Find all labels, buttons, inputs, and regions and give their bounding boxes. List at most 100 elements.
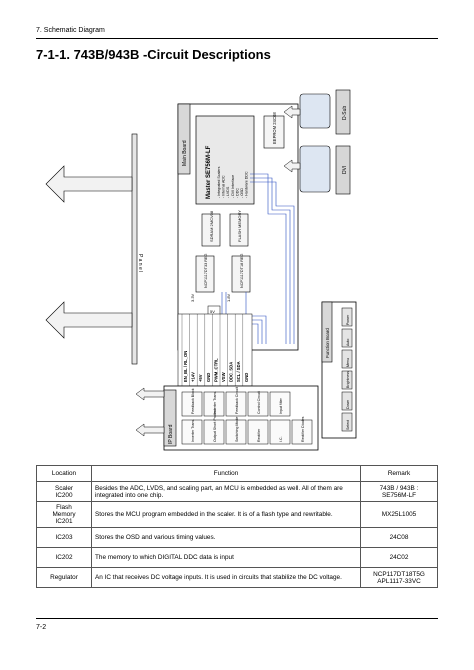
ip-block-label: Rectifier Diodes — [301, 416, 305, 442]
eeprom-chip — [263, 115, 285, 149]
circuit-block-diagram: P a n e l Main Board Master SE756M-LF - … — [45, 89, 357, 451]
cell-line: 24C02 — [389, 554, 409, 561]
signal-label: +5V — [198, 374, 203, 382]
cell-line: IC202 — [55, 554, 73, 561]
table-cell-location: Regulator — [36, 567, 92, 588]
flash-chip — [229, 213, 249, 247]
master-feature: - DVI Interface — [231, 175, 235, 198]
function-key-label: Power — [346, 314, 350, 325]
main-board-tab — [177, 103, 191, 175]
section-header: 7. Schematic Diagram — [36, 27, 105, 34]
master-feature: - LVDS — [226, 186, 230, 198]
ip-arrow-upper — [135, 387, 165, 401]
cell-line: SE756M-LF — [381, 491, 417, 499]
dvi-arrow — [283, 159, 301, 173]
regulator-18-chip — [231, 255, 251, 293]
master-label: Master SE756M-LF — [206, 145, 212, 199]
ip-board-label: IP Board — [168, 424, 174, 444]
ip-block-label: Input filter — [279, 397, 283, 414]
function-key-label: Auto — [346, 339, 350, 346]
footer-rule — [36, 618, 438, 619]
ip-block — [269, 391, 291, 417]
ip-block-label: Feedback Block — [191, 388, 195, 414]
table-cell-function: Stores the OSD and various timing values… — [91, 527, 361, 548]
ip-block — [291, 419, 313, 445]
ip-block-label: Feedback Circuit — [235, 387, 239, 414]
regulator-33-chip — [195, 255, 215, 293]
cell-line: NCP117DT18T5G — [373, 570, 425, 578]
table-cell-remark: 24C02 — [360, 547, 438, 568]
ip-board-tab — [163, 389, 177, 447]
ip-block — [203, 419, 225, 445]
ip-block-label: Rectifier — [257, 428, 261, 442]
ip-block-label: Output Short Protect — [213, 409, 217, 442]
dvi-label: DVI — [342, 166, 348, 174]
signal-label: SCL / SDA — [236, 361, 241, 382]
ip-block — [225, 419, 247, 445]
master-feature: - Hardware DDC — [245, 171, 249, 198]
eeprom-label: EEPROM 24C08 — [272, 112, 277, 144]
signal-label: VSW — [221, 372, 226, 382]
cell-line: APL1117-33VC — [377, 577, 421, 585]
panel-arrow-lower — [45, 301, 133, 339]
function-key-label: Select — [346, 420, 350, 430]
master-ic — [195, 115, 255, 205]
cell-line: 743B / 943B : — [379, 484, 419, 492]
cell-line: MX25L1005 — [381, 511, 417, 518]
table-cell-remark: MX25L1005 — [360, 501, 438, 528]
col-function: Function — [91, 465, 361, 482]
cell-line: Scaler — [54, 484, 74, 492]
dvi-tag — [335, 145, 351, 195]
dsub-tag — [335, 89, 351, 135]
ip-block-label: Inverter Trans. — [213, 391, 217, 414]
ip-block — [247, 391, 269, 417]
page-number: 7-2 — [36, 624, 47, 631]
sdram-chip — [201, 213, 221, 247]
master-features: - Integrated Scalers- Internal ADC- LVDS… — [217, 166, 249, 198]
main-board-label: Main Board — [182, 140, 188, 166]
ip-block-label: I.C. — [279, 436, 283, 442]
table-cell-location: IC203 — [36, 527, 92, 548]
cell-line: Regulator — [50, 574, 78, 581]
ip-block-label: Inverter Trans. — [191, 419, 195, 442]
master-feature: - OSD — [240, 188, 244, 198]
regulator-33-part: NCP1117DT33 REG — [204, 253, 208, 288]
page-title: 7-1-1. 743B/943B -Circuit Descriptions — [36, 47, 271, 62]
signal-label: PWM_CTRL — [213, 358, 218, 382]
function-key-label: Brightness — [346, 371, 350, 388]
table-cell-function: Stores the MCU program embedded in the s… — [91, 501, 361, 528]
ip-block-label: Control Circuit — [257, 391, 261, 414]
signal-label: GND — [206, 373, 211, 382]
regulator-5v-label: 5V — [210, 309, 215, 314]
master-feature: - Internal ADC — [222, 175, 226, 198]
signal-label: GND — [244, 373, 249, 382]
table-cell-function: The memory to which DIGITAL DDC data is … — [91, 547, 361, 568]
function-key — [341, 328, 353, 348]
function-board-label: Function Board — [325, 328, 330, 358]
function-key — [341, 391, 353, 411]
function-key — [341, 307, 353, 327]
ip-block — [247, 419, 269, 445]
dsub-label: D-Sub — [342, 106, 348, 120]
signal-traces — [221, 173, 295, 344]
function-key-label: Menu — [346, 358, 350, 367]
cell-line: Flash — [56, 504, 72, 511]
regulator-18-part: NCP1117DT18 REG — [240, 253, 244, 288]
panel-bar — [131, 133, 138, 365]
signal-label: DDC_SDA — [229, 362, 234, 382]
ip-block — [181, 419, 203, 445]
regulator-18-label: 1.8V — [226, 293, 231, 302]
cell-line: 24C08 — [389, 534, 409, 541]
regulator-33-label: 3.3V — [190, 293, 195, 302]
table-header-row: Location Function Remark — [36, 465, 438, 482]
